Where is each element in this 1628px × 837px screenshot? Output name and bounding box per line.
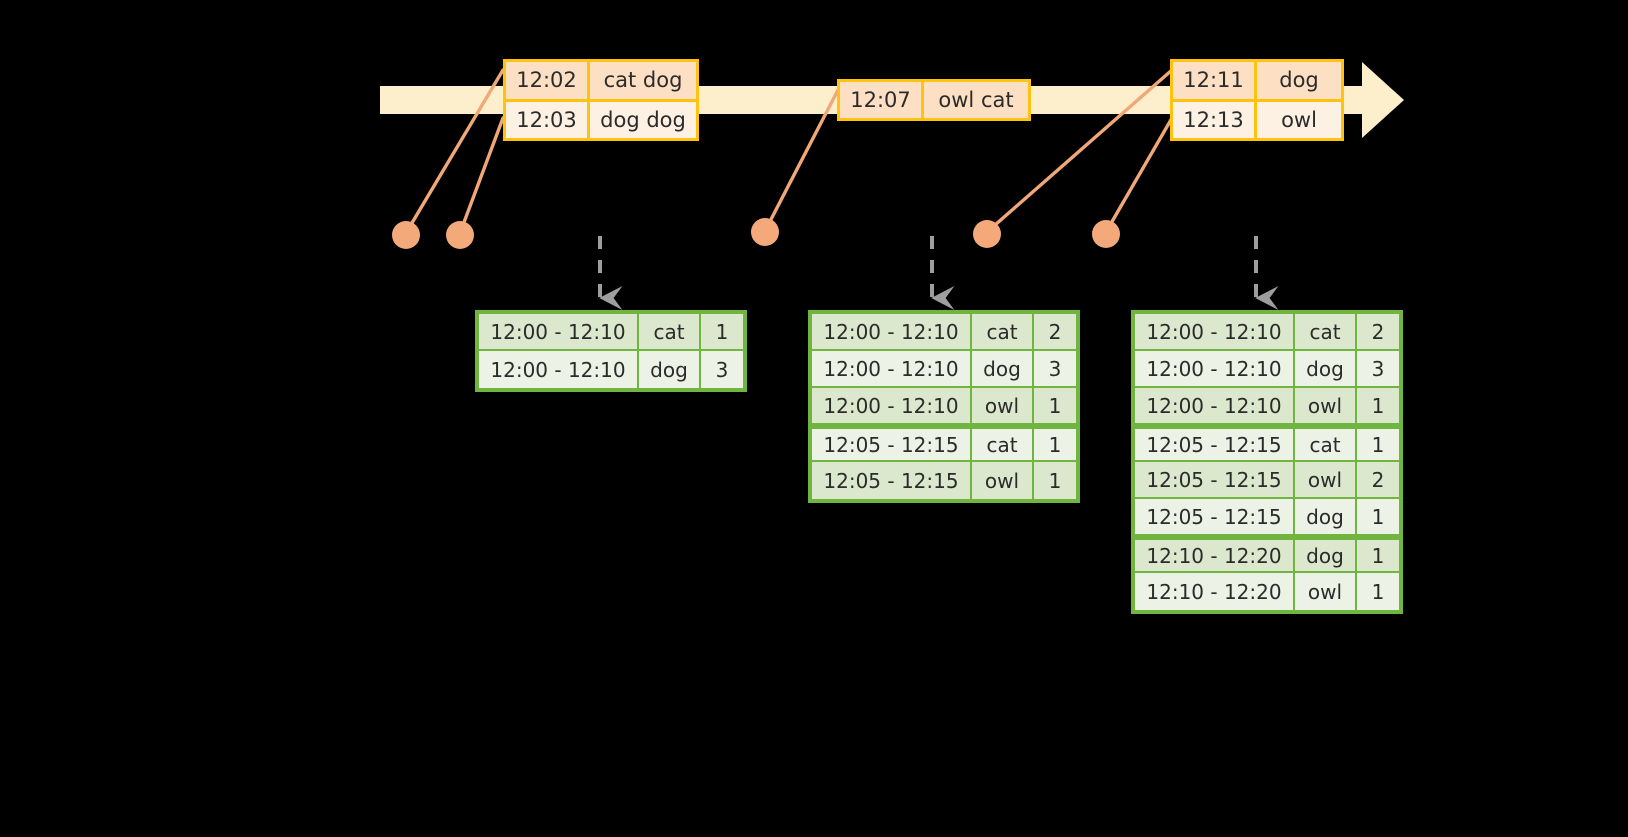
cell-count: 1	[1357, 425, 1399, 462]
cell-count: 3	[1357, 351, 1399, 388]
event-words: owl cat	[938, 88, 1014, 112]
cell-window: 12:00 - 12:10	[1135, 388, 1295, 425]
cell-word: owl	[1295, 462, 1357, 499]
table-row[interactable]: 12:00 - 12:10 owl 1	[1135, 388, 1399, 425]
cell-count: 1	[1357, 536, 1399, 573]
event-words: owl	[1281, 107, 1317, 132]
cell-word: owl	[1295, 573, 1357, 610]
cell-window: 12:10 - 12:20	[1135, 536, 1295, 573]
event-time: 12:07	[840, 82, 924, 118]
cell-count: 3	[1034, 351, 1076, 388]
table-row[interactable]: 12:00 - 12:10 dog 3	[1135, 351, 1399, 388]
cell-count: 1	[1357, 388, 1399, 425]
table-row[interactable]: 12:00 - 12:10 owl 1	[812, 388, 1076, 425]
cell-window: 12:10 - 12:20	[1135, 573, 1295, 610]
table-row[interactable]: 12:00 - 12:10 dog 3	[479, 351, 743, 388]
cell-count: 1	[701, 314, 743, 351]
cell-word: cat	[1295, 425, 1357, 462]
cell-count: 1	[1357, 499, 1399, 536]
cell-count: 1	[1048, 468, 1062, 493]
cell-window: 12:00 - 12:10	[479, 351, 639, 388]
table-row[interactable]: 12:05 - 12:15 cat 1	[812, 425, 1076, 462]
table-row[interactable]: 12:10 - 12:20 owl 1	[1135, 573, 1399, 610]
cell-word: dog	[1295, 499, 1357, 536]
cell-count: 2	[1034, 314, 1076, 351]
event-row[interactable]: 12:07 owl cat	[840, 82, 1028, 118]
cell-window: 12:00 - 12:10	[479, 314, 639, 351]
cell-count: 2	[1357, 462, 1399, 499]
event-row[interactable]: 12:02 cat dog	[506, 62, 696, 99]
event-time: 12:03	[506, 101, 590, 138]
cell-word: dog	[1295, 536, 1357, 573]
event-time: 12:13	[1173, 101, 1257, 138]
table-row[interactable]: 12:00 - 12:10 cat 2	[812, 314, 1076, 351]
event-dot-3	[751, 218, 779, 246]
event-group-2[interactable]: 12:07 owl cat	[837, 79, 1031, 121]
cell-word: dog	[1295, 351, 1357, 388]
cell-window: 12:00 - 12:10	[1135, 314, 1295, 351]
table-row[interactable]: 12:05 - 12:15 owl 1	[812, 462, 1076, 499]
table-row[interactable]: 12:00 - 12:10 cat 1	[479, 314, 743, 351]
event-words: dog	[1279, 68, 1319, 93]
table-row[interactable]: 12:05 - 12:15 owl 2	[1135, 462, 1399, 499]
cell-window: 12:00 - 12:10	[812, 388, 972, 425]
event-dot-2	[446, 221, 474, 249]
cell-count: 1	[1034, 425, 1076, 462]
result-arrows	[598, 236, 1279, 310]
result-table-3[interactable]: 12:00 - 12:10 cat 2 12:00 - 12:10 dog 3 …	[1131, 310, 1403, 614]
event-row[interactable]: 12:03 dog dog	[506, 98, 696, 138]
cell-word: cat	[972, 425, 1034, 462]
event-time: 12:02	[506, 62, 590, 99]
result-table-1[interactable]: 12:00 - 12:10 cat 1 12:00 - 12:10 dog 3	[475, 310, 747, 392]
table-row[interactable]: 12:05 - 12:15 dog 1	[1135, 499, 1399, 536]
event-dot-5	[1092, 220, 1120, 248]
event-row[interactable]: 12:11 dog	[1173, 62, 1341, 99]
cell-word: owl	[1295, 388, 1357, 425]
event-words: dog dog	[600, 107, 686, 132]
cell-word: owl	[972, 388, 1034, 425]
cell-window: 12:00 - 12:10	[812, 351, 972, 388]
cell-window: 12:00 - 12:10	[1135, 351, 1295, 388]
cell-word: cat	[972, 314, 1034, 351]
cell-count: 2	[1357, 314, 1399, 351]
table-row[interactable]: 12:05 - 12:15 cat 1	[1135, 425, 1399, 462]
cell-window: 12:00 - 12:10	[812, 314, 972, 351]
table-row[interactable]: 12:00 - 12:10 dog 3	[812, 351, 1076, 388]
cell-window: 12:05 - 12:15	[812, 425, 972, 462]
cell-window: 12:05 - 12:15	[1135, 462, 1295, 499]
event-dot-4	[973, 220, 1001, 248]
event-words: cat dog	[603, 68, 683, 93]
table-row[interactable]: 12:10 - 12:20 dog 1	[1135, 536, 1399, 573]
event-group-3[interactable]: 12:11 dog 12:13 owl	[1170, 59, 1344, 141]
cell-word: dog	[972, 351, 1034, 388]
event-time: 12:11	[1173, 62, 1257, 99]
cell-window: 12:05 - 12:15	[1135, 425, 1295, 462]
cell-count: 3	[715, 357, 729, 382]
cell-word: cat	[639, 314, 701, 351]
event-group-1[interactable]: 12:02 cat dog 12:03 dog dog	[503, 59, 699, 141]
table-row[interactable]: 12:00 - 12:10 cat 2	[1135, 314, 1399, 351]
cell-count: 1	[1371, 579, 1385, 604]
cell-word: cat	[1295, 314, 1357, 351]
cell-window: 12:05 - 12:15	[812, 462, 972, 499]
event-marker-dots	[392, 218, 1120, 249]
event-dot-1	[392, 221, 420, 249]
event-row[interactable]: 12:13 owl	[1173, 98, 1341, 138]
cell-word: owl	[972, 462, 1034, 499]
cell-word: dog	[639, 351, 701, 388]
result-table-2[interactable]: 12:00 - 12:10 cat 2 12:00 - 12:10 dog 3 …	[808, 310, 1080, 503]
cell-window: 12:05 - 12:15	[1135, 499, 1295, 536]
cell-count: 1	[1034, 388, 1076, 425]
